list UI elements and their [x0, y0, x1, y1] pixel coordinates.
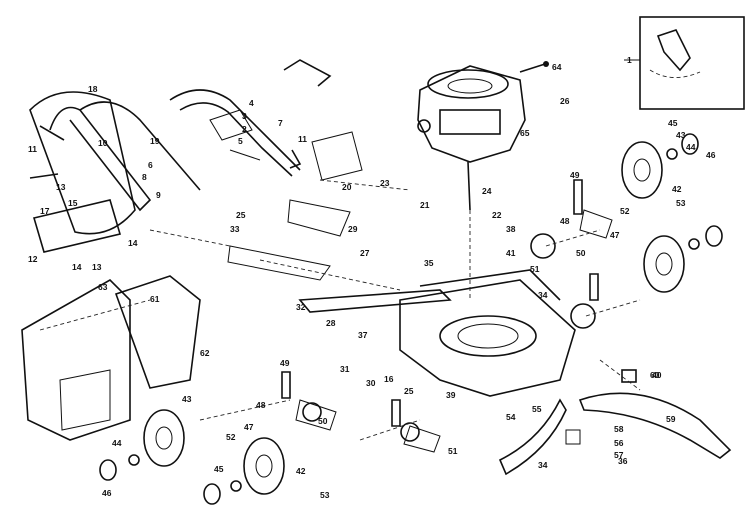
callout: 58 — [614, 424, 624, 434]
callout: 54 — [506, 412, 516, 422]
callout: 24 — [482, 186, 492, 196]
callout: 7 — [278, 118, 283, 128]
callout: 23 — [380, 178, 390, 188]
callout: 52 — [226, 432, 236, 442]
mower-deck — [227, 131, 576, 397]
callout: 39 — [446, 390, 456, 400]
callout: 21 — [420, 200, 430, 210]
callout: 44 — [112, 438, 122, 448]
callout: 31 — [340, 364, 350, 374]
callout: 45 — [668, 118, 678, 128]
callout: 43 — [676, 130, 686, 140]
callout: 37 — [358, 330, 368, 340]
leader-lines — [39, 179, 641, 441]
callout: 43 — [182, 394, 192, 404]
engine-assembly — [417, 61, 549, 211]
callout: 25 — [236, 210, 246, 220]
callout: 48 — [256, 400, 266, 410]
callout: 5 — [238, 136, 243, 146]
callout: 63 — [98, 282, 108, 292]
callout: 49 — [280, 358, 290, 368]
callout: 16 — [384, 374, 394, 384]
callout: 22 — [492, 210, 502, 220]
callout: 36 — [618, 456, 628, 466]
callout-labels: 1 2 3 4 5 6 7 8 9 10 11 11 12 13 13 14 1… — [28, 55, 716, 500]
callout: 14 — [128, 238, 138, 248]
callout: 30 — [366, 378, 376, 388]
callout: 50 — [318, 416, 328, 426]
callout: 27 — [360, 248, 370, 258]
wheel-rear-right — [203, 437, 285, 505]
callout: 56 — [614, 438, 624, 448]
callout: 48 — [560, 216, 570, 226]
callout: 9 — [156, 190, 161, 200]
callout: 13 — [56, 182, 66, 192]
callout: 46 — [102, 488, 112, 498]
callout: 60 — [650, 370, 660, 380]
callout: 11 — [298, 134, 307, 144]
callout: 35 — [424, 258, 434, 268]
inset-detail-box — [624, 16, 745, 110]
callout: 26 — [560, 96, 570, 106]
callout: 47 — [244, 422, 254, 432]
callout: 57 — [614, 450, 624, 460]
callout: 42 — [672, 184, 682, 194]
callout: 15 — [68, 198, 78, 208]
callout: 28 — [326, 318, 336, 328]
callout: 46 — [706, 150, 716, 160]
callout: 29 — [348, 224, 358, 234]
callout: 51 — [530, 264, 540, 274]
callout: 64 — [552, 62, 562, 72]
grass-catcher — [21, 91, 201, 441]
callout: 25 — [404, 386, 414, 396]
callout: 50 — [576, 248, 586, 258]
callout: 3 — [242, 111, 247, 121]
callout: 62 — [200, 348, 210, 358]
callout: 49 — [570, 170, 580, 180]
callout: 40 — [652, 370, 662, 380]
callout: 13 — [92, 262, 102, 272]
callout: 65 — [520, 128, 530, 138]
callout: 11 — [28, 144, 37, 154]
callout: 42 — [296, 466, 306, 476]
callout: 14 — [72, 262, 82, 272]
callout: 41 — [506, 248, 516, 258]
callout: 10 — [98, 138, 108, 148]
callout: 18 — [88, 84, 98, 94]
callout: 6 — [148, 160, 153, 170]
callout: 17 — [40, 206, 50, 216]
callout: 45 — [214, 464, 224, 474]
callout: 52 — [620, 206, 630, 216]
callout: 20 — [342, 182, 352, 192]
callout: 47 — [610, 230, 620, 240]
callout: 53 — [320, 490, 330, 500]
callout: 33 — [230, 224, 240, 234]
callout: 12 — [28, 254, 38, 264]
callout: 44 — [686, 142, 696, 152]
handle-assembly — [39, 59, 332, 212]
callout: 55 — [532, 404, 542, 414]
wheel-front-right-lower — [643, 225, 723, 293]
callout: 19 — [150, 136, 160, 146]
callout: 32 — [296, 302, 306, 312]
callout: 38 — [506, 224, 516, 234]
callout: 34 — [538, 460, 548, 470]
callout: 4 — [249, 98, 254, 108]
callout: 53 — [676, 198, 686, 208]
baffle — [498, 398, 581, 476]
callout: 61 — [150, 294, 160, 304]
wheel-front-right-upper — [621, 133, 699, 199]
callout: 2 — [242, 124, 247, 134]
callout: 1 — [627, 55, 632, 65]
cutting-blade — [578, 369, 732, 459]
callout: 8 — [142, 172, 147, 182]
callout: 59 — [666, 414, 676, 424]
callout: 51 — [448, 446, 458, 456]
callout: 34 — [538, 290, 548, 300]
wheel-rear-left — [99, 409, 185, 481]
